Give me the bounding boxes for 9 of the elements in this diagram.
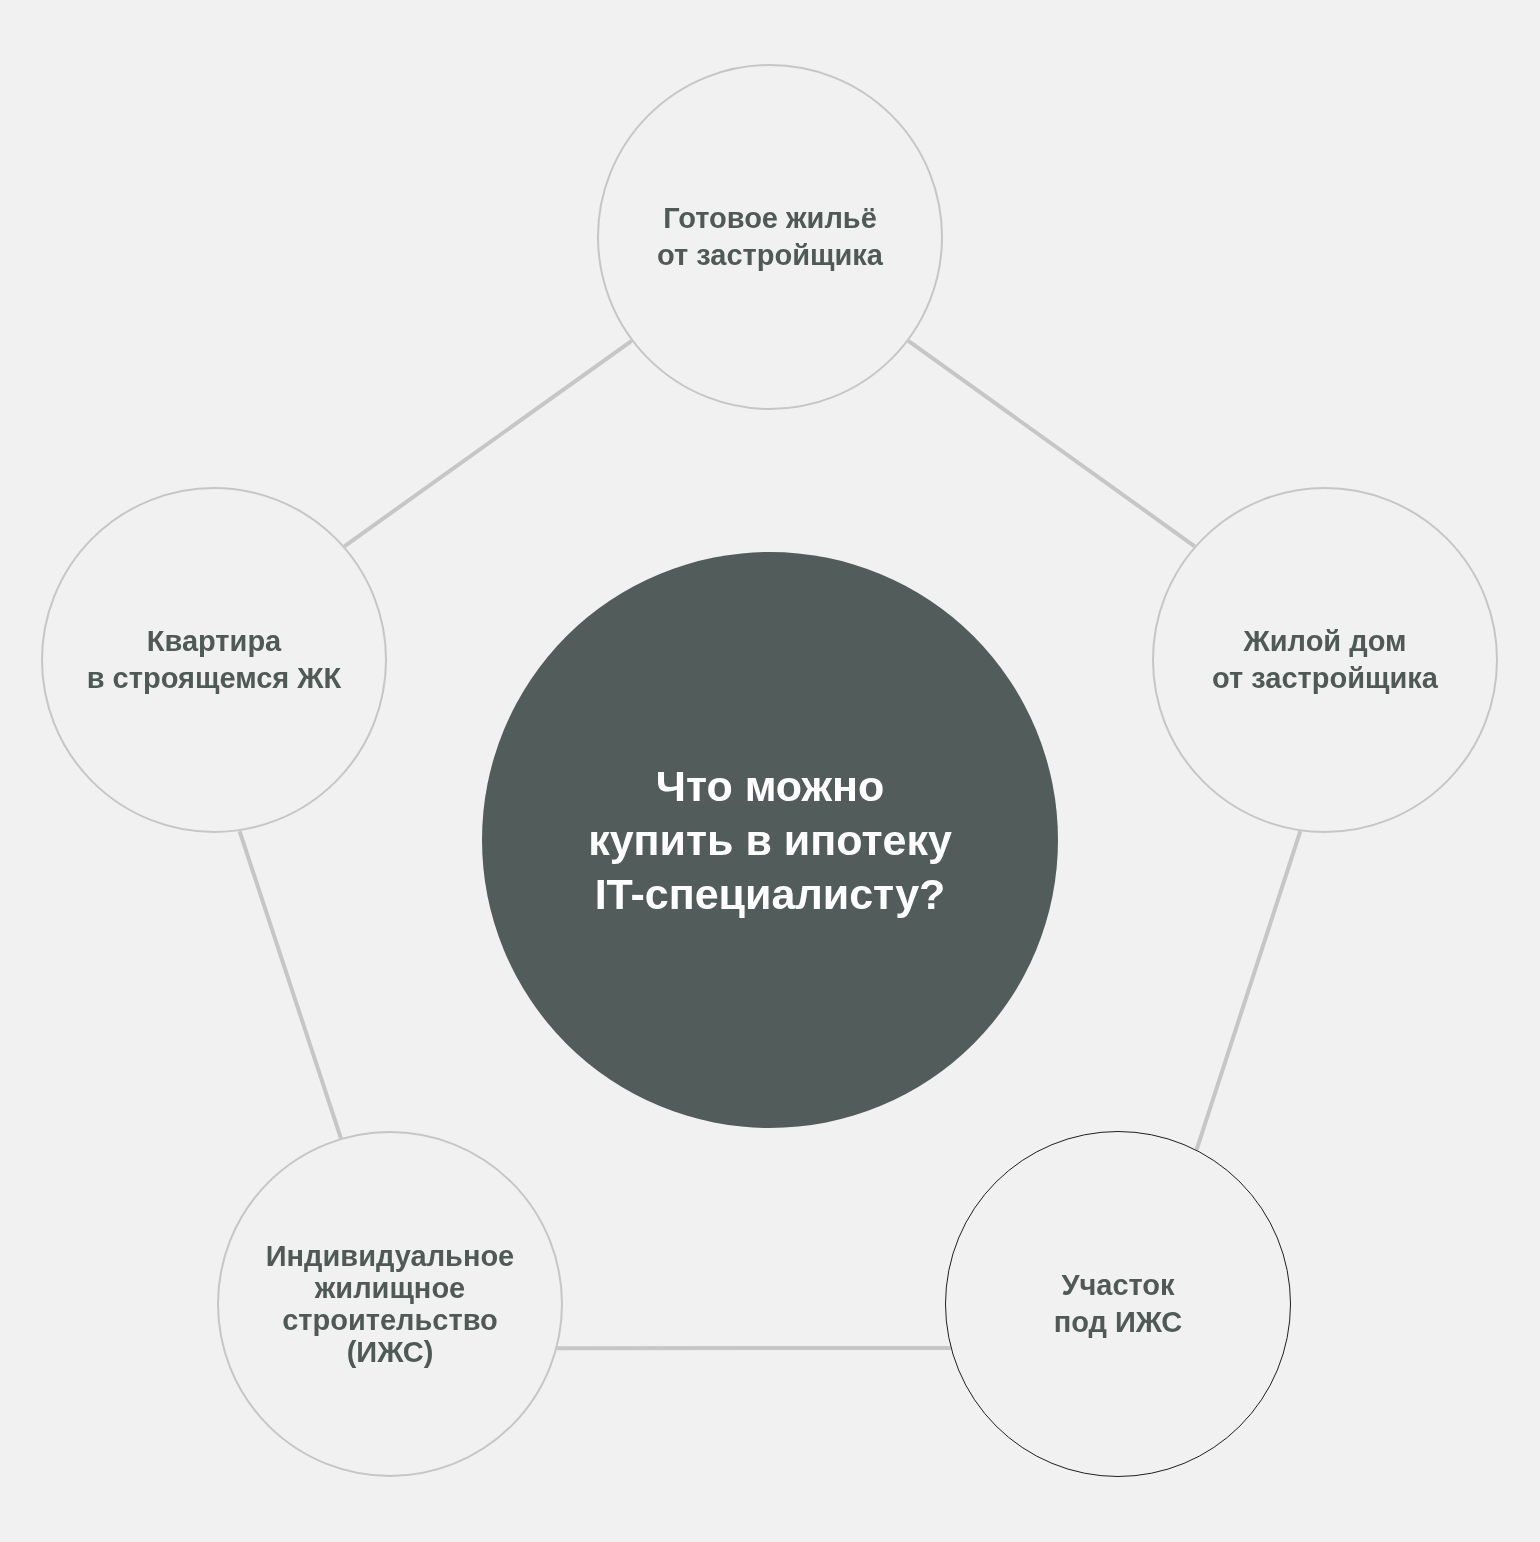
node-label: Что можно купить в ипотеку IT-специалисту? bbox=[587, 761, 953, 920]
connector-line bbox=[557, 1345, 951, 1351]
node-label: Индивидуальное жилищное строительство (ИЖС) bbox=[264, 1240, 516, 1368]
node-label: Участок под ИЖС bbox=[1052, 1268, 1184, 1340]
node-label: Готовое жильё от застройщика bbox=[656, 201, 884, 273]
connector-line bbox=[343, 339, 633, 548]
node-label: Жилой дом от застройщика bbox=[1211, 624, 1439, 696]
node-label: Квартира в строящемся ЖК bbox=[85, 624, 343, 696]
connector-line bbox=[907, 339, 1196, 548]
